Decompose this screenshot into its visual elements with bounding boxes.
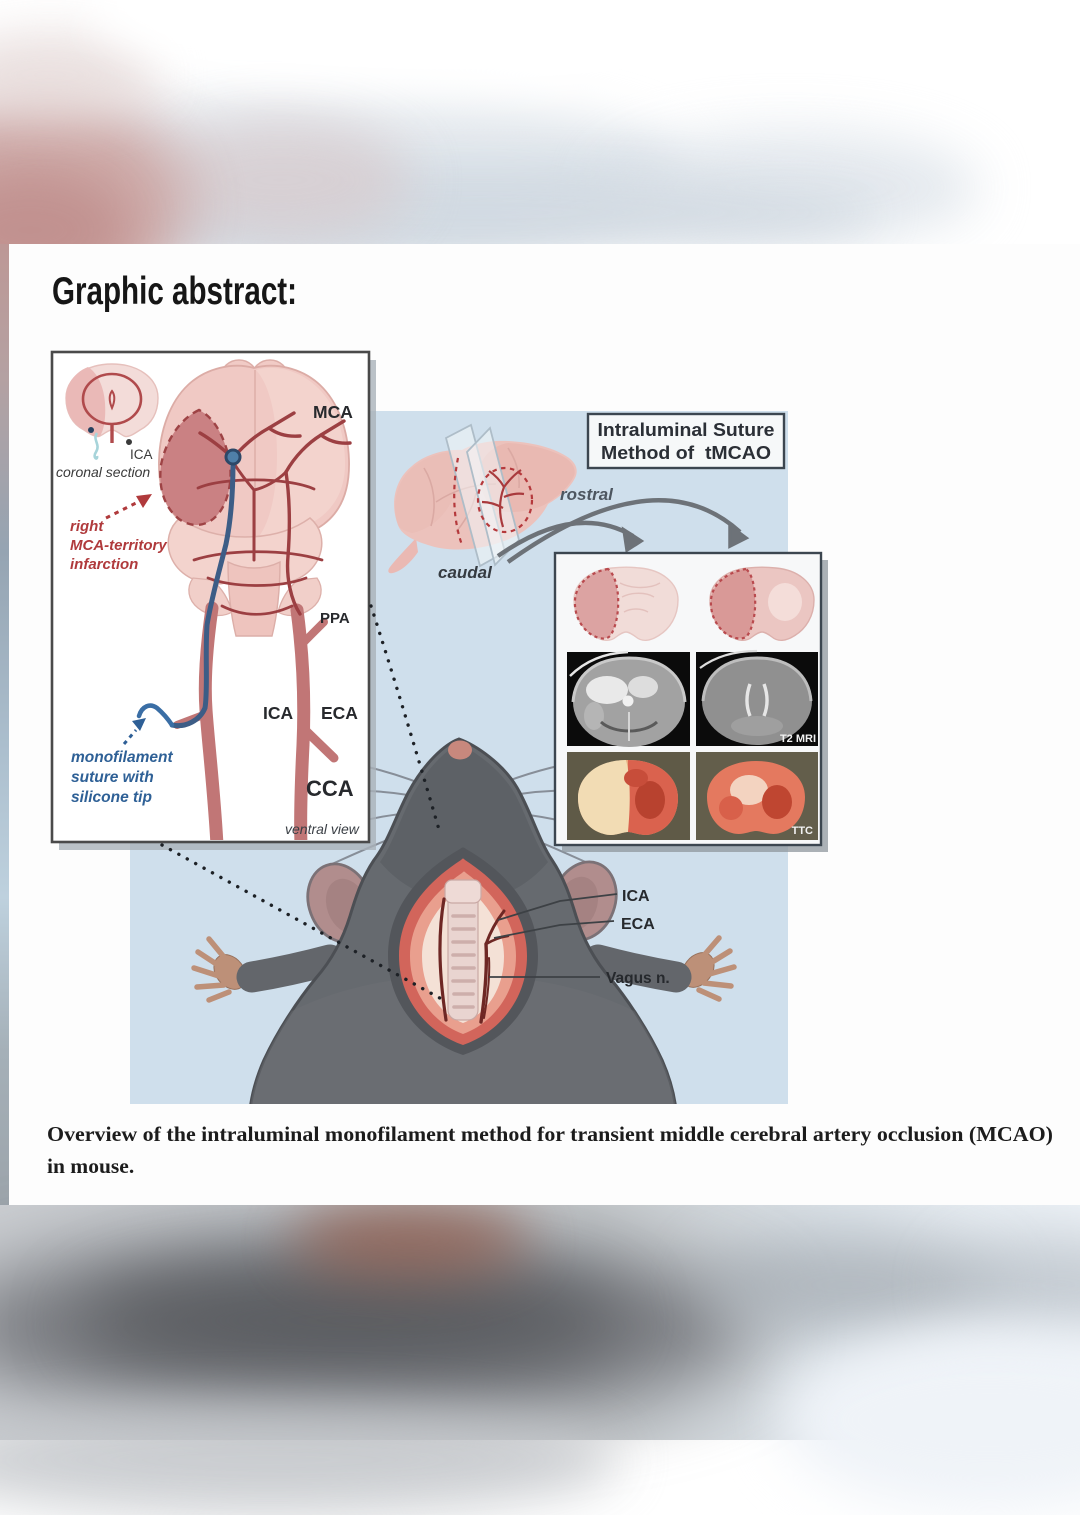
svg-text:caudal: caudal [438, 563, 493, 582]
svg-text:ventral view: ventral view [285, 821, 360, 837]
svg-text:Graphic abstract:: Graphic abstract: [52, 270, 297, 313]
svg-text:ICA: ICA [263, 703, 294, 723]
svg-text:in mouse.: in mouse. [47, 1154, 134, 1178]
svg-text:suture with: suture with [71, 769, 154, 786]
svg-text:Overview of the intraluminal m: Overview of the intraluminal monofilamen… [47, 1122, 1053, 1146]
svg-text:silicone tip: silicone tip [71, 789, 152, 806]
svg-text:TTC: TTC [792, 825, 813, 837]
svg-text:infarction: infarction [70, 556, 138, 573]
svg-text:Vagus n.: Vagus n. [606, 970, 670, 987]
svg-text:coronal section: coronal section [56, 464, 150, 480]
svg-text:Method of tMCAO: Method of tMCAO [601, 443, 771, 463]
svg-text:rostral: rostral [560, 485, 614, 504]
svg-text:monofilament: monofilament [71, 749, 173, 766]
svg-text:PPA: PPA [320, 610, 350, 627]
svg-text:MCA: MCA [313, 402, 353, 422]
svg-text:ECA: ECA [621, 916, 655, 933]
svg-text:ICA: ICA [130, 447, 153, 462]
svg-text:CCA: CCA [306, 776, 354, 801]
svg-text:T2 MRI: T2 MRI [780, 733, 816, 745]
svg-text:ECA: ECA [321, 703, 358, 723]
svg-text:Intraluminal Suture: Intraluminal Suture [598, 420, 775, 440]
svg-text:MCA-territory: MCA-territory [70, 537, 167, 554]
svg-text:right: right [70, 518, 104, 535]
svg-text:ICA: ICA [622, 888, 650, 905]
